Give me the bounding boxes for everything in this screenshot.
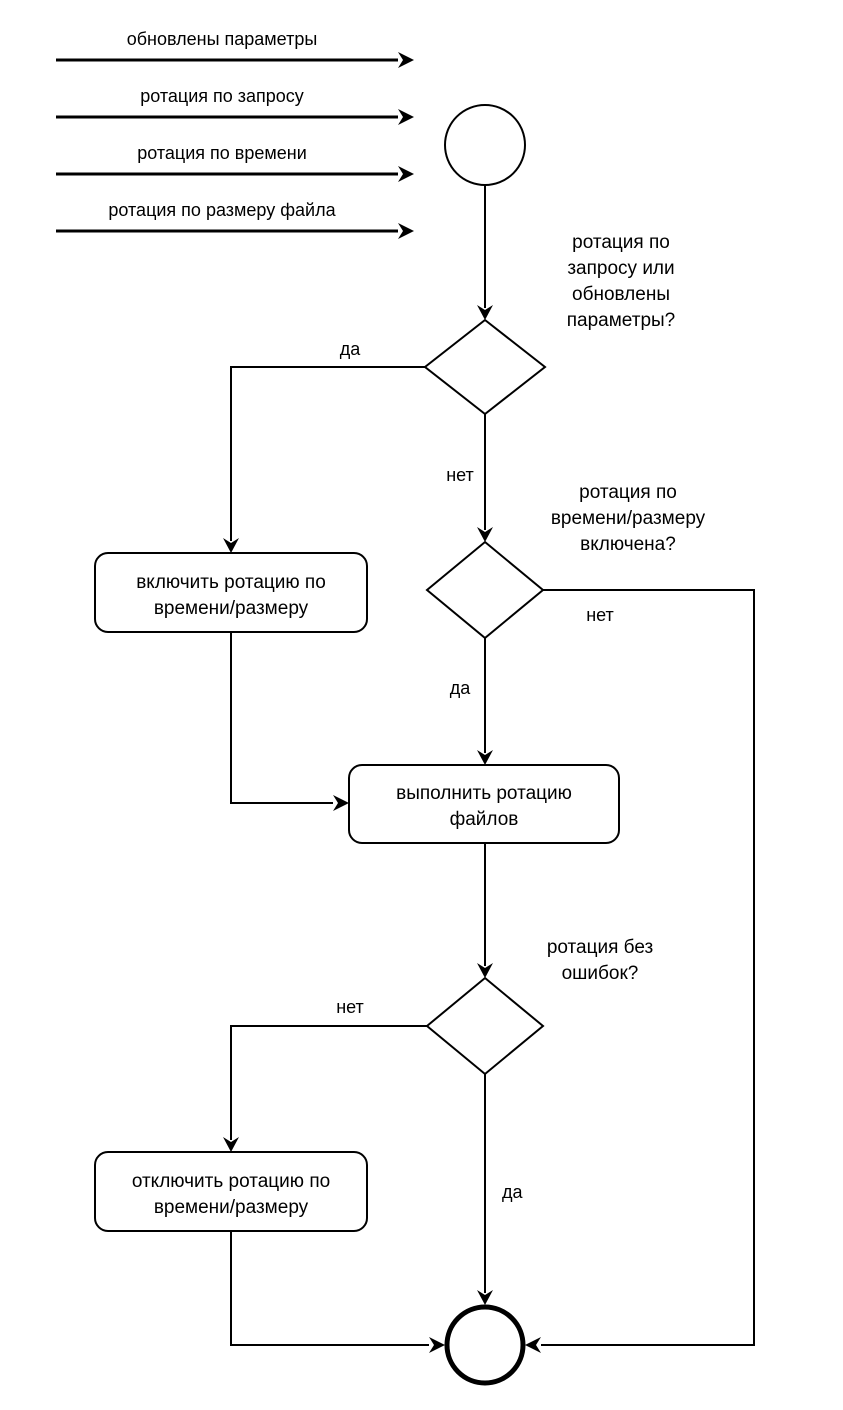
process-rotate-files-label-line-1: выполнить ротацию: [396, 783, 572, 804]
edge-disable-to-end-arrowhead: [429, 1337, 445, 1353]
decision-3-no-label: нет: [336, 997, 364, 1017]
process-disable-rotation-label-line-1: отключить ротацию по: [132, 1171, 330, 1192]
edge-enable-to-rotate-path: [230, 632, 333, 804]
decision-2-question-line-3: включена?: [580, 534, 676, 555]
decision-2-no-label: нет: [586, 605, 614, 625]
input-arrow-head-1: [398, 52, 414, 68]
process-disable-rotation-label-line-2: времени/размеру: [154, 1197, 309, 1218]
decision-1-diamond[interactable]: [423, 318, 547, 416]
edge-decision3-no: нет: [223, 997, 427, 1152]
decision-3-question-line-1: ротация без: [547, 937, 653, 958]
edge-decision1-no-arrowhead: [477, 527, 493, 542]
decision-3-question-line-2: ошибок?: [562, 963, 639, 984]
edge-decision1-yes-arrowhead: [223, 538, 239, 553]
start-node[interactable]: [444, 104, 526, 186]
input-arrow-group-4: ротация по размеру файла: [56, 200, 414, 239]
edge-decision2-no-path: [541, 589, 755, 1346]
decision-1-question-line-3: обновлены: [572, 284, 670, 305]
edge-start-to-decision1-arrowhead: [477, 305, 493, 320]
decision-3-diamond[interactable]: [425, 976, 545, 1076]
decision-2-question-line-2: времени/размеру: [551, 508, 706, 529]
edge-rotate-to-decision3: [477, 843, 493, 978]
decision-1-question-line-1: ротация по: [572, 232, 670, 253]
input-label-1: обновлены параметры: [127, 29, 318, 49]
decision-2-question-line-1: ротация по: [579, 482, 677, 503]
process-enable-rotation-label-line-2: времени/размеру: [154, 598, 309, 619]
decision-3-yes-label: да: [502, 1182, 524, 1202]
edge-decision2-yes-arrowhead: [477, 750, 493, 765]
input-arrow-group-3: ротация по времени: [56, 143, 414, 182]
edge-decision2-no-arrowhead: [525, 1337, 541, 1353]
input-arrow-group-2: ротация по запросу: [56, 86, 414, 125]
edge-decision3-yes: да: [477, 1074, 524, 1305]
input-arrow-head-4: [398, 223, 414, 239]
input-arrow-head-3: [398, 166, 414, 182]
edge-decision2-yes: да: [450, 638, 493, 765]
edge-decision3-yes-arrowhead: [477, 1290, 493, 1305]
input-label-4: ротация по размеру файла: [108, 200, 336, 220]
decision-2-diamond[interactable]: [425, 540, 545, 640]
edge-decision3-no-path: [230, 1025, 427, 1140]
input-arrow-head-2: [398, 109, 414, 125]
input-arrow-group-1: обновлены параметры: [56, 29, 414, 68]
edge-decision2-no: нет: [525, 589, 755, 1353]
edge-start-to-decision1: [477, 185, 493, 320]
edge-decision3-no-arrowhead: [223, 1137, 239, 1152]
edge-decision1-yes: да: [223, 339, 425, 553]
decision-2-yes-label: да: [450, 678, 472, 698]
process-rotate-files-label-line-2: файлов: [450, 809, 519, 830]
input-label-2: ротация по запросу: [140, 86, 304, 106]
end-node[interactable]: [444, 1304, 526, 1386]
process-enable-rotation-label-line-1: включить ротацию по: [136, 572, 326, 593]
input-label-3: ротация по времени: [137, 143, 307, 163]
decision-1-question-line-4: параметры?: [567, 310, 675, 331]
edge-enable-to-rotate: [230, 632, 349, 811]
decision-1-question-line-2: запросу или: [567, 258, 674, 279]
edge-enable-to-rotate-arrowhead: [333, 795, 349, 811]
edge-disable-to-end: [230, 1231, 445, 1353]
edge-decision1-no: нет: [446, 414, 493, 542]
process-rotate-files-box[interactable]: [348, 764, 620, 844]
edge-decision1-yes-path: [230, 366, 425, 541]
decision-1-no-label: нет: [446, 465, 474, 485]
edge-disable-to-end-path: [230, 1231, 429, 1346]
edge-rotate-to-decision3-arrowhead: [477, 963, 493, 978]
decision-1-yes-label: да: [340, 339, 362, 359]
